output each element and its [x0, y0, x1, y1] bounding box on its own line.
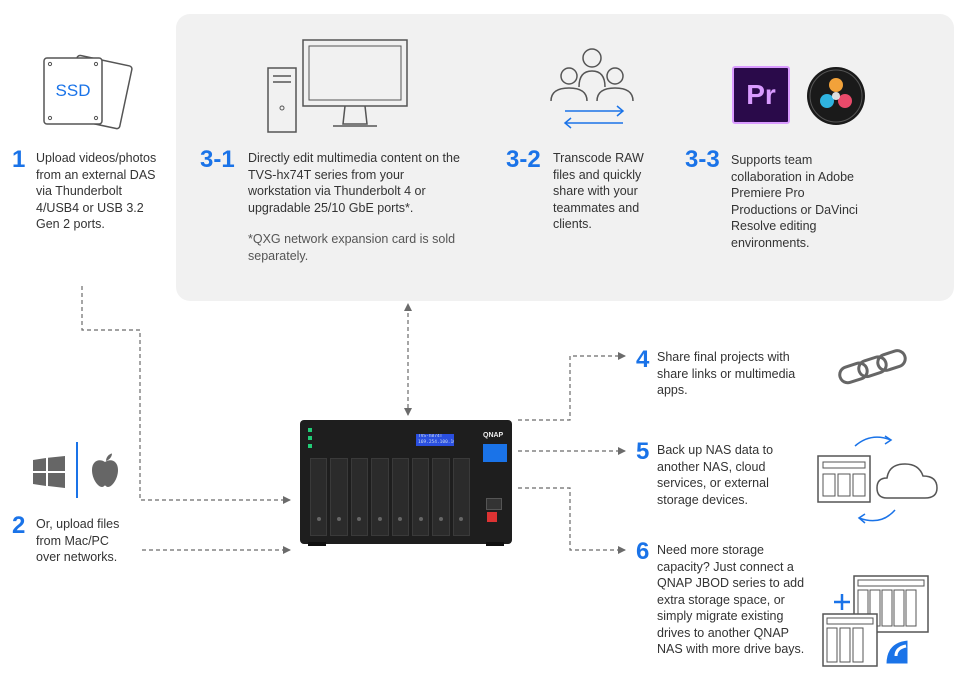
workstation-icon: [267, 39, 408, 133]
step-4-number: 4: [636, 346, 650, 373]
drive-bays: [310, 458, 470, 536]
status-led: [308, 444, 312, 448]
step-3-3-text: Supports team collaboration in Adobe Pre…: [731, 153, 858, 250]
step-3-3-number: 3-3: [685, 146, 720, 173]
premiere-label: Pr: [746, 79, 776, 110]
status-led: [308, 428, 312, 432]
drive-bay: [350, 458, 369, 536]
windows-icon: [33, 456, 65, 488]
collaboration-panel: [176, 14, 954, 301]
os-divider: [76, 442, 78, 498]
jbod-expansion-icon: [822, 575, 929, 667]
ssd-label: SSD: [56, 81, 91, 100]
drive-bay: [330, 458, 348, 536]
premiere-pro-icon: Pr: [732, 66, 790, 124]
step-4-text: Share final projects with share links or…: [657, 350, 796, 397]
nas-brand: QNAP: [483, 432, 504, 439]
connector-to-jbod: [518, 487, 626, 554]
lcd-display: TVS-h874T 169.254.100.100: [416, 434, 454, 446]
ssd-icon: SSD: [43, 54, 133, 130]
step-6-text: Need more storage capacity? Just connect…: [657, 543, 805, 656]
step-1-text: Upload videos/photos from an external DA…: [36, 151, 157, 231]
lcd-line-2: 169.254.100.100: [418, 440, 454, 445]
connector-from-das: [81, 286, 291, 504]
usb-port: [486, 498, 502, 510]
step-6-number: 6: [636, 538, 650, 565]
step-3-1-note: *QXG network expansion card is sold sepa…: [248, 232, 456, 263]
drive-bay: [310, 458, 328, 536]
step-3-1-number: 3-1: [200, 146, 235, 173]
team-icon: [550, 48, 634, 129]
backup-icon: [817, 435, 938, 524]
drive-bay: [411, 458, 430, 536]
status-led: [308, 436, 312, 440]
drive-bay: [452, 458, 470, 536]
step-2-number: 2: [12, 512, 26, 539]
lcd-line-1: TVS-h874T: [418, 434, 443, 439]
connector-to-share: [518, 352, 626, 421]
step-3-1-text: Directly edit multimedia content on the …: [248, 151, 460, 215]
power-button: [487, 512, 497, 522]
step-2-text: Or, upload files from Mac/PC over networ…: [36, 517, 120, 564]
step-5-number: 5: [636, 438, 650, 465]
apple-icon: [92, 453, 118, 487]
drive-bay: [391, 458, 409, 536]
drive-bay: [432, 458, 450, 536]
nas-foot: [486, 542, 504, 546]
davinci-resolve-icon: [807, 67, 865, 125]
step-3-2-text: Transcode RAW files and quickly share wi…: [553, 151, 644, 231]
drive-bay: [371, 458, 389, 536]
step-3-2-number: 3-2: [506, 146, 541, 173]
step-5-text: Back up NAS data to another NAS, cloud s…: [657, 443, 774, 507]
link-icon: [838, 349, 907, 385]
nas-foot: [308, 542, 326, 546]
nas-device: TVS-h874T 169.254.100.100 QNAP: [300, 420, 512, 544]
nas-sticker: [483, 444, 507, 462]
step-1-number: 1: [12, 146, 26, 173]
